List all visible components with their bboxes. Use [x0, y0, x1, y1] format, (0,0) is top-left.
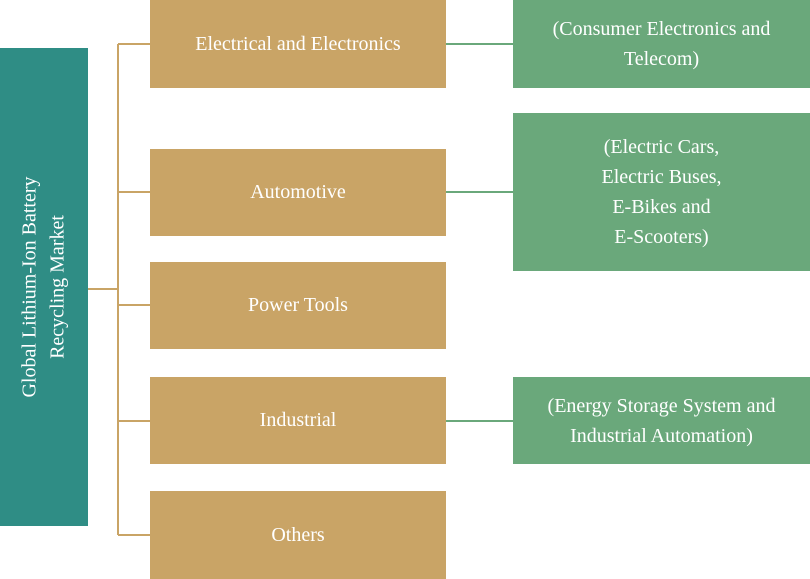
segment-label: Power Tools: [248, 294, 348, 316]
subsegment-line: (Energy Storage System and: [547, 394, 776, 417]
segment-label: Automotive: [250, 181, 346, 203]
subsegment-line: (Consumer Electronics and: [552, 18, 771, 40]
root-node: Global Lithium-Ion Battery Recycling Mar…: [0, 48, 88, 526]
segment-others: Others: [150, 491, 446, 579]
subsegment-industrial: (Energy Storage System and Industrial Au…: [513, 377, 810, 464]
subsegment-line: Electric Buses,: [601, 166, 722, 188]
subsegment-automotive: (Electric Cars, Electric Buses, E-Bikes …: [513, 113, 810, 271]
segment-power-tools: Power Tools: [150, 262, 446, 349]
segment-automotive: Automotive: [150, 149, 446, 236]
root-label: Global Lithium-Ion Battery Recycling Mar…: [16, 176, 72, 397]
root-label-line-1: Global Lithium-Ion Battery: [19, 176, 42, 398]
subsegment-line: Industrial Automation): [570, 424, 753, 447]
segment-electrical-and-electronics: Electrical and Electronics: [150, 0, 446, 88]
segment-label: Others: [271, 523, 325, 546]
segment-industrial: Industrial: [150, 377, 446, 464]
root-label-line-2: Recycling Market: [47, 215, 70, 359]
subsegment-line: E-Bikes and: [612, 196, 711, 218]
subsegment-line: (Electric Cars,: [603, 136, 720, 158]
segment-label: Electrical and Electronics: [195, 32, 401, 55]
segment-label: Industrial: [259, 409, 337, 431]
subsegment-line: E-Scooters): [614, 226, 709, 248]
subsegment-electrical-and-electronics: (Consumer Electronics and Telecom): [513, 0, 810, 88]
subsegment-line: Telecom): [623, 48, 700, 70]
